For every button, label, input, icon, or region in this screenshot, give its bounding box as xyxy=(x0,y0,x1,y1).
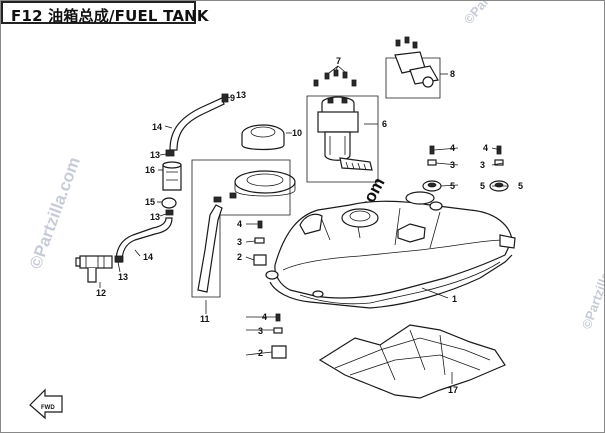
watermark-bottom-right: ©Partzilla.com xyxy=(579,242,605,331)
callout-2: 2 xyxy=(258,348,263,358)
callout-13: 13 xyxy=(150,212,160,222)
callout-6: 6 xyxy=(382,119,387,129)
callout-labels: 1 2 2 3 3 3 3 4 4 4 4 5 5 5 6 7 8 9 10 1… xyxy=(96,56,523,395)
callout-14: 14 xyxy=(143,252,153,262)
callout-3: 3 xyxy=(237,237,242,247)
diagram-title-box: F12 油箱总成/FUEL TANK xyxy=(1,1,209,25)
callout-2: 2 xyxy=(237,252,242,262)
breather-hose-lower xyxy=(114,217,173,263)
callout-9: 9 xyxy=(230,93,235,103)
callout-4: 4 xyxy=(237,219,242,229)
callout-13: 13 xyxy=(150,150,160,160)
check-valve xyxy=(75,255,113,283)
callout-4: 4 xyxy=(450,143,455,153)
callout-11: 11 xyxy=(200,314,210,324)
callout-13: 13 xyxy=(236,90,246,100)
callout-10: 10 xyxy=(292,128,302,138)
callout-5: 5 xyxy=(518,181,523,191)
callout-3: 3 xyxy=(450,160,455,170)
fuel-cap xyxy=(241,124,285,151)
mount-stud-left-upper xyxy=(253,220,267,266)
breather-hose-top xyxy=(169,93,229,151)
tank-lower-bracket xyxy=(318,324,506,399)
diagram-title: F12 油箱总成/FUEL TANK xyxy=(11,7,209,25)
callout-3: 3 xyxy=(480,160,485,170)
callout-7: 7 xyxy=(336,56,341,66)
callout-17: 17 xyxy=(448,385,458,395)
callout-14: 14 xyxy=(152,122,162,132)
callout-5: 5 xyxy=(450,181,455,191)
callout-5: 5 xyxy=(480,181,485,191)
vent-hose xyxy=(197,192,237,293)
fuel-tank-body xyxy=(265,191,516,309)
tank-bracket-assembly xyxy=(385,36,441,99)
breather-filter xyxy=(161,149,182,216)
callout-1: 1 xyxy=(452,294,457,304)
forward-arrow-icon: FWD xyxy=(29,388,63,420)
bracket-outline xyxy=(191,159,291,298)
pump-screws xyxy=(313,69,357,87)
fuel-pump-assembly xyxy=(306,95,379,183)
callout-16: 16 xyxy=(145,165,155,175)
filler-neck-ring xyxy=(234,170,296,197)
leader-lines xyxy=(99,65,508,384)
callout-8: 8 xyxy=(450,69,455,79)
svg-text:FWD: FWD xyxy=(41,405,55,411)
callout-15: 15 xyxy=(145,197,155,207)
callout-4: 4 xyxy=(483,143,488,153)
callout-13: 13 xyxy=(118,272,128,282)
callout-4: 4 xyxy=(262,312,267,322)
watermark-left: ©Partzilla.com xyxy=(26,155,84,272)
callout-12: 12 xyxy=(96,288,106,298)
mount-stud-right-2 xyxy=(489,145,509,192)
mount-stud-left-lower xyxy=(271,313,287,359)
watermark-top-right: ©Partzilla.com xyxy=(461,0,530,27)
callout-3: 3 xyxy=(258,326,263,336)
